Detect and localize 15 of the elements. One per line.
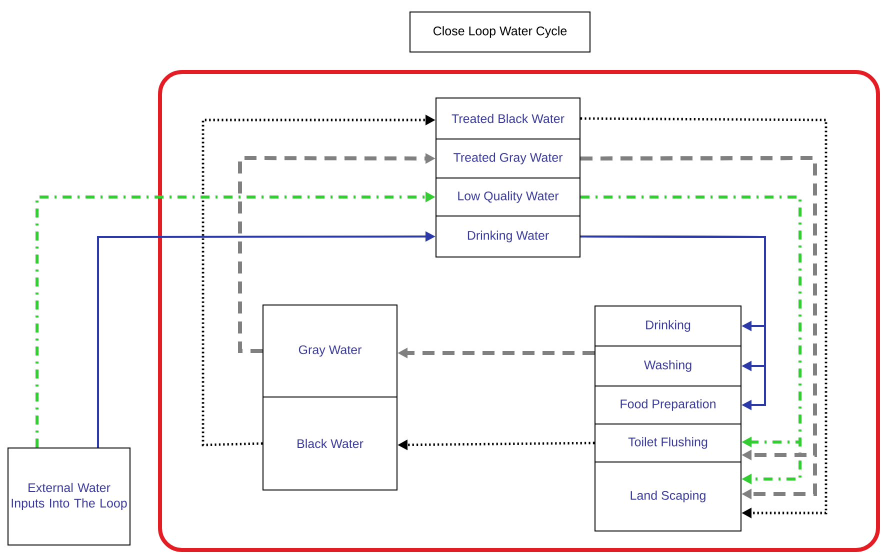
use-box: Land Scaping [594, 462, 742, 532]
water-box: Drinking Water [436, 216, 580, 258]
flow-arrow [580, 117, 828, 518]
water-box: Gray Water [262, 304, 398, 398]
title-box: Close Loop Water Cycle [410, 12, 590, 52]
water-box: Black Water [262, 396, 398, 490]
flow-arrow [580, 236, 766, 410]
use-box: Drinking [594, 306, 742, 346]
water-box: Low Quality Water [436, 178, 580, 216]
use-box: Washing [594, 346, 742, 386]
source-box: External Water Inputs Into The Loop [8, 448, 130, 546]
use-box: Toilet Flushing [594, 424, 742, 462]
water-box: Treated Black Water [436, 98, 580, 140]
water-box: Treated Gray Water [436, 138, 580, 178]
use-box: Food Preparation [594, 386, 742, 424]
